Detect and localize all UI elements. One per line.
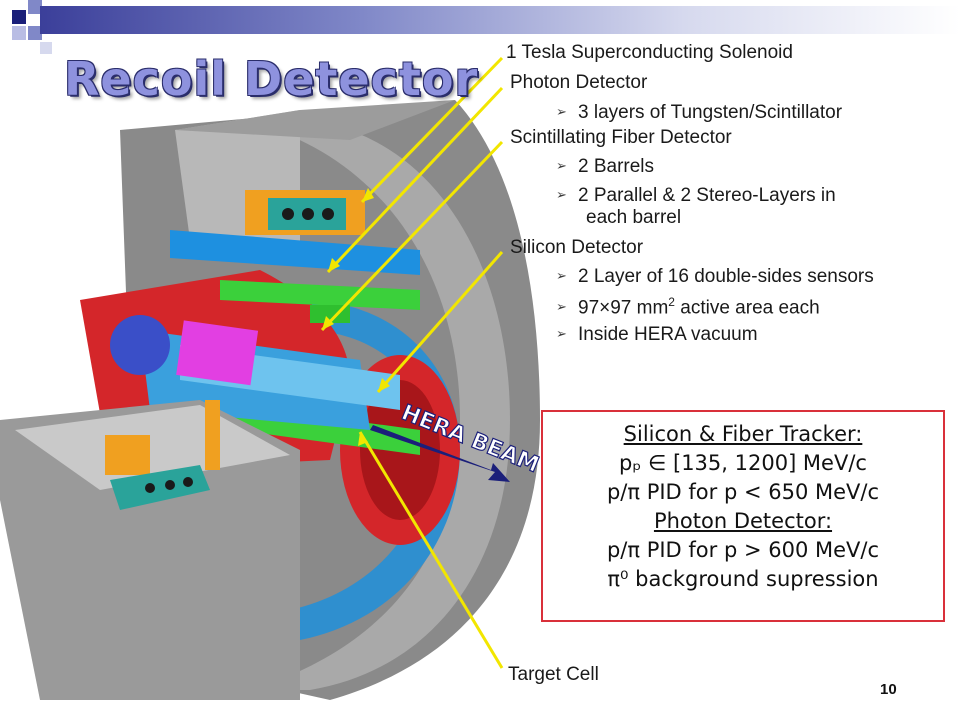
callout-photon — [326, 86, 504, 274]
corner-square-5 — [40, 42, 52, 54]
corner-square-1 — [12, 10, 26, 24]
bullet-text-post: active area each — [674, 297, 820, 319]
lower-plate — [110, 465, 210, 510]
info-line-3: p/π PID for p < 650 MeV/c — [606, 480, 880, 504]
label-photon-detector: Photon Detector — [510, 72, 648, 93]
info-line-4: Photon Detector: — [653, 509, 833, 533]
bullet-text: Inside HERA vacuum — [578, 324, 758, 345]
lower-housing — [0, 400, 300, 700]
silicon-module — [176, 320, 259, 386]
info-line-1: Silicon & Fiber Tracker: — [623, 422, 863, 446]
callout-fiber — [320, 140, 504, 332]
right-arrowhead-icon: ➢ — [556, 268, 567, 283]
slide-title: Recoil Detector — [64, 52, 479, 106]
photon-detector-plate — [170, 230, 420, 275]
lower-bracket — [105, 435, 150, 475]
solenoid-shell-front — [250, 120, 510, 690]
label-solenoid: 1 Tesla Superconducting Solenoid — [506, 42, 793, 63]
orange-frame — [205, 400, 220, 470]
upper-housing-top — [175, 100, 455, 140]
fiber-green-top — [220, 280, 420, 310]
right-arrowhead-icon: ➢ — [556, 158, 567, 173]
bullet-text: 3 layers of Tungsten/Scintillator — [578, 102, 843, 123]
bullet-fiber-1: ➢ 2 Barrels — [556, 156, 654, 178]
callout-solenoid — [360, 56, 504, 204]
right-arrowhead-icon: ➢ — [556, 104, 567, 119]
callout-target — [358, 431, 504, 669]
lower-housing-tray — [15, 405, 290, 490]
hera-beam-arrow — [370, 425, 510, 482]
superscript: 2 — [668, 295, 675, 309]
info-box: Silicon & Fiber Tracker: pₚ ∈ [135, 1200… — [541, 410, 945, 622]
label-target-cell: Target Cell — [508, 664, 599, 685]
info-line-2: pₚ ∈ [135, 1200] MeV/c — [619, 451, 867, 475]
label-silicon-detector: Silicon Detector — [510, 237, 644, 258]
page-number: 10 — [880, 681, 897, 698]
corner-square-3 — [12, 26, 26, 40]
bullet-photon-1: ➢ 3 layers of Tungsten/Scintillator — [556, 102, 842, 124]
info-line-5: p/π PID for p > 600 MeV/c — [606, 538, 880, 562]
bullet-text: 2 Layer of 16 double-sides sensors — [578, 266, 874, 287]
bullet-text: 2 Parallel & 2 Stereo-Layers in — [578, 185, 836, 206]
bullet-silicon-3: ➢ Inside HERA vacuum — [556, 324, 758, 346]
bullet-fiber-2: ➢ 2 Parallel & 2 Stereo-Layers in — [556, 185, 836, 207]
right-arrowhead-icon: ➢ — [556, 299, 567, 315]
bullet-silicon-1: ➢ 2 Layer of 16 double-sides sensors — [556, 266, 874, 288]
label-fiber-detector: Scintillating Fiber Detector — [510, 127, 732, 148]
callout-silicon — [376, 251, 504, 393]
bullet-fiber-2-continued: each barrel — [586, 207, 682, 228]
bullet-silicon-2: ➢ 97×97 mm2 active area each — [556, 295, 820, 319]
right-arrowhead-icon: ➢ — [556, 187, 567, 202]
header-gradient-bar — [40, 6, 960, 34]
info-line-6: π⁰ background supression — [607, 567, 879, 591]
corner-square-2 — [28, 0, 42, 14]
vacuum-chamber-sphere — [110, 315, 170, 375]
right-arrowhead-icon: ➢ — [556, 326, 567, 341]
bullet-text: 2 Barrels — [578, 156, 655, 177]
bullet-text-pre: 97×97 mm — [578, 297, 669, 319]
corner-square-4 — [28, 26, 42, 40]
